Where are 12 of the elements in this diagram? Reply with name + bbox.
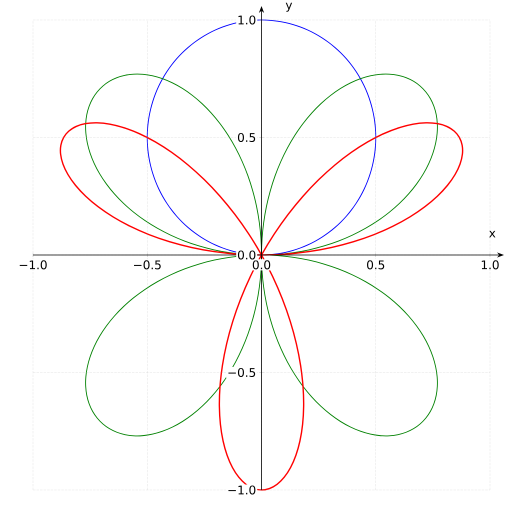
y-tick-label: 0.5 bbox=[238, 132, 256, 142]
x-tick-label: −0.5 bbox=[134, 260, 161, 270]
x-tick-label: −1.0 bbox=[20, 260, 47, 270]
x-tick-label: 0.0 bbox=[252, 260, 270, 270]
x-tick-label: 1.0 bbox=[482, 260, 499, 270]
x-tick-label: 0.5 bbox=[367, 260, 384, 270]
x-axis-title: x bbox=[489, 230, 496, 238]
y-axis-title: y bbox=[286, 2, 292, 12]
y-tick-label: −0.5 bbox=[228, 368, 256, 378]
y-tick-label: −1.0 bbox=[228, 485, 256, 495]
y-tick-label: 1.0 bbox=[238, 15, 256, 25]
y-tick-label: 0.0 bbox=[238, 250, 256, 260]
